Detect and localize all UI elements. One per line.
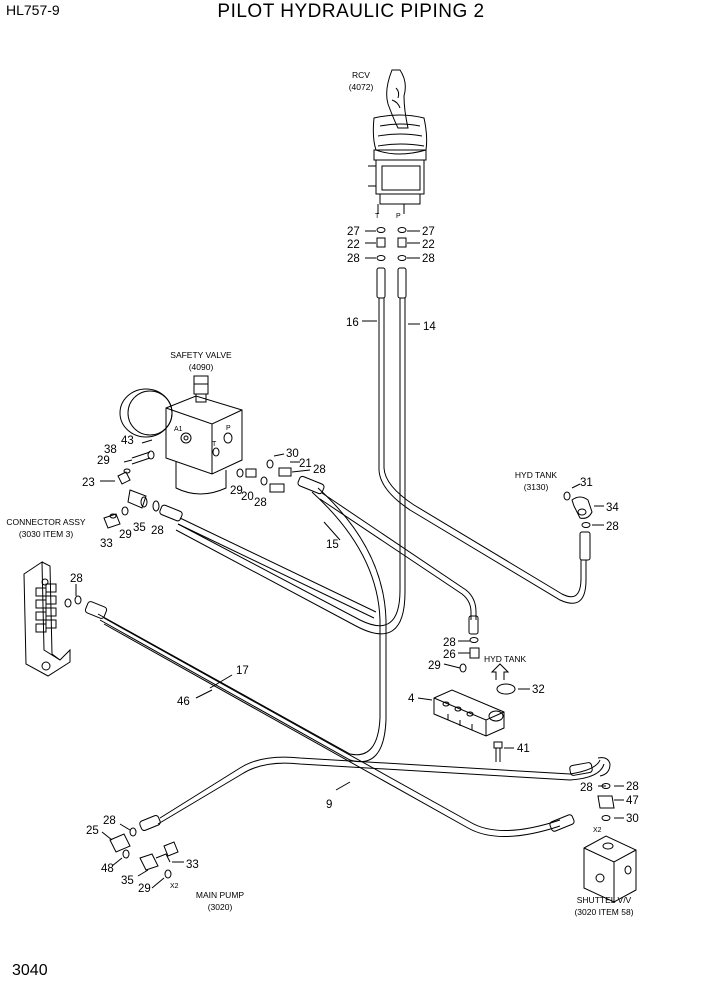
callout-33-a: 33 xyxy=(100,538,113,550)
main-pump-port-x2: X2 xyxy=(170,883,179,890)
callout-27-right: 27 xyxy=(422,226,435,238)
callout-28-h: 28 xyxy=(626,781,639,793)
callout-28-d: 28 xyxy=(70,573,83,585)
page-number: 3040 xyxy=(12,962,48,979)
shuttle-valve-label: SHUTTEL V/V xyxy=(577,895,632,905)
rcv-port-t: T xyxy=(375,213,380,220)
safety-valve-port-t: T xyxy=(212,441,217,448)
shuttle-port-x2: X2 xyxy=(593,827,602,834)
callout-25: 25 xyxy=(86,825,99,837)
page-title: PILOT HYDRAULIC PIPING 2 xyxy=(217,1,485,22)
callout-38: 38 xyxy=(104,444,117,456)
safety-valve-left-fittings xyxy=(100,439,155,485)
callout-29-d: 29 xyxy=(428,660,441,672)
hose-16-14-ends xyxy=(376,267,407,299)
callout-30-b: 30 xyxy=(626,813,639,825)
hose-16 xyxy=(378,298,587,604)
hose-16-14-leaders xyxy=(362,320,420,325)
hyd-tank-fitting xyxy=(563,483,604,561)
callout-32: 32 xyxy=(532,684,545,696)
hyd-tank-code: (3130) xyxy=(524,482,549,492)
callout-34: 34 xyxy=(606,502,619,514)
shuttle-valve xyxy=(583,835,637,903)
callout-9: 9 xyxy=(326,799,332,811)
hose-15 xyxy=(297,475,479,635)
main-pump-label: MAIN PUMP xyxy=(196,890,245,900)
callout-16: 16 xyxy=(346,317,359,329)
hyd-tank-arrow xyxy=(490,663,510,680)
callout-23: 23 xyxy=(82,477,95,489)
callout-30: 30 xyxy=(286,448,299,460)
callout-28-g: 28 xyxy=(580,782,593,794)
bolt-41 xyxy=(493,741,514,762)
callout-28-e: 28 xyxy=(606,521,619,533)
callout-31: 31 xyxy=(580,477,593,489)
safety-valve-code: (4090) xyxy=(189,362,214,372)
shuttle-valve-code: (3020 ITEM 58) xyxy=(574,907,633,917)
safety-valve xyxy=(119,375,243,495)
callout-29-e: 29 xyxy=(138,883,151,895)
callout-28-a: 28 xyxy=(313,464,326,476)
connector-fittings xyxy=(103,489,377,619)
o-ring-32 xyxy=(496,683,516,695)
safety-valve-label: SAFETY VALVE xyxy=(170,350,232,360)
safety-valve-port-a1: A1 xyxy=(174,426,183,433)
hose-17-loop xyxy=(97,487,387,762)
rcv-port-p: P xyxy=(396,213,401,220)
callout-29-b: 29 xyxy=(230,485,243,497)
callout-35-a: 35 xyxy=(133,522,146,534)
connector-assy-label: CONNECTOR ASSY xyxy=(6,517,86,527)
rcv-label: RCV xyxy=(352,70,370,80)
callout-35-b: 35 xyxy=(121,875,134,887)
callout-41: 41 xyxy=(517,743,530,755)
callout-4: 4 xyxy=(408,693,415,705)
callout-17: 17 xyxy=(236,665,249,677)
callout-43: 43 xyxy=(121,435,134,447)
callout-48: 48 xyxy=(101,863,114,875)
callout-28-c: 28 xyxy=(151,525,164,537)
callout-22-right: 22 xyxy=(422,239,435,251)
callout-28-right: 28 xyxy=(422,253,435,265)
callout-28-f: 28 xyxy=(443,637,456,649)
callout-28-i: 28 xyxy=(103,815,116,827)
callout-14: 14 xyxy=(423,321,436,333)
hose-14 xyxy=(175,298,406,635)
hose-46 xyxy=(103,617,561,837)
callout-21: 21 xyxy=(299,458,312,470)
callout-46: 46 xyxy=(177,696,190,708)
distribution-block xyxy=(417,689,505,737)
rcv-joystick xyxy=(368,69,428,214)
rcv-fittings xyxy=(365,227,420,261)
model-number: HL757-9 xyxy=(6,2,60,18)
callout-29-a: 29 xyxy=(97,455,110,467)
connector-assy-code: (3030 ITEM 3) xyxy=(19,529,73,539)
hose-9 xyxy=(139,756,611,831)
shuttle-valve-fittings xyxy=(597,783,624,821)
callout-29-c: 29 xyxy=(119,529,132,541)
hose-46-end xyxy=(549,814,575,832)
callout-27-left: 27 xyxy=(347,226,360,238)
rcv-code: (4072) xyxy=(349,82,374,92)
safety-valve-right-fittings xyxy=(236,453,311,493)
callout-28-left: 28 xyxy=(347,253,360,265)
block-fittings xyxy=(443,637,480,673)
callout-28-b: 28 xyxy=(254,497,267,509)
callout-47: 47 xyxy=(626,795,639,807)
main-pump-code: (3020) xyxy=(208,902,233,912)
callout-20: 20 xyxy=(241,491,254,503)
callout-33-b: 33 xyxy=(186,859,199,871)
connector-assy xyxy=(23,561,108,677)
callout-15: 15 xyxy=(326,539,339,551)
hyd-tank-label: HYD TANK xyxy=(515,470,558,480)
callout-26: 26 xyxy=(443,649,456,661)
callout-22-left: 22 xyxy=(347,239,360,251)
safety-valve-port-p: P xyxy=(226,425,231,432)
main-pump-fittings xyxy=(101,823,184,889)
hyd-tank-arrow-label: HYD TANK xyxy=(484,654,527,664)
